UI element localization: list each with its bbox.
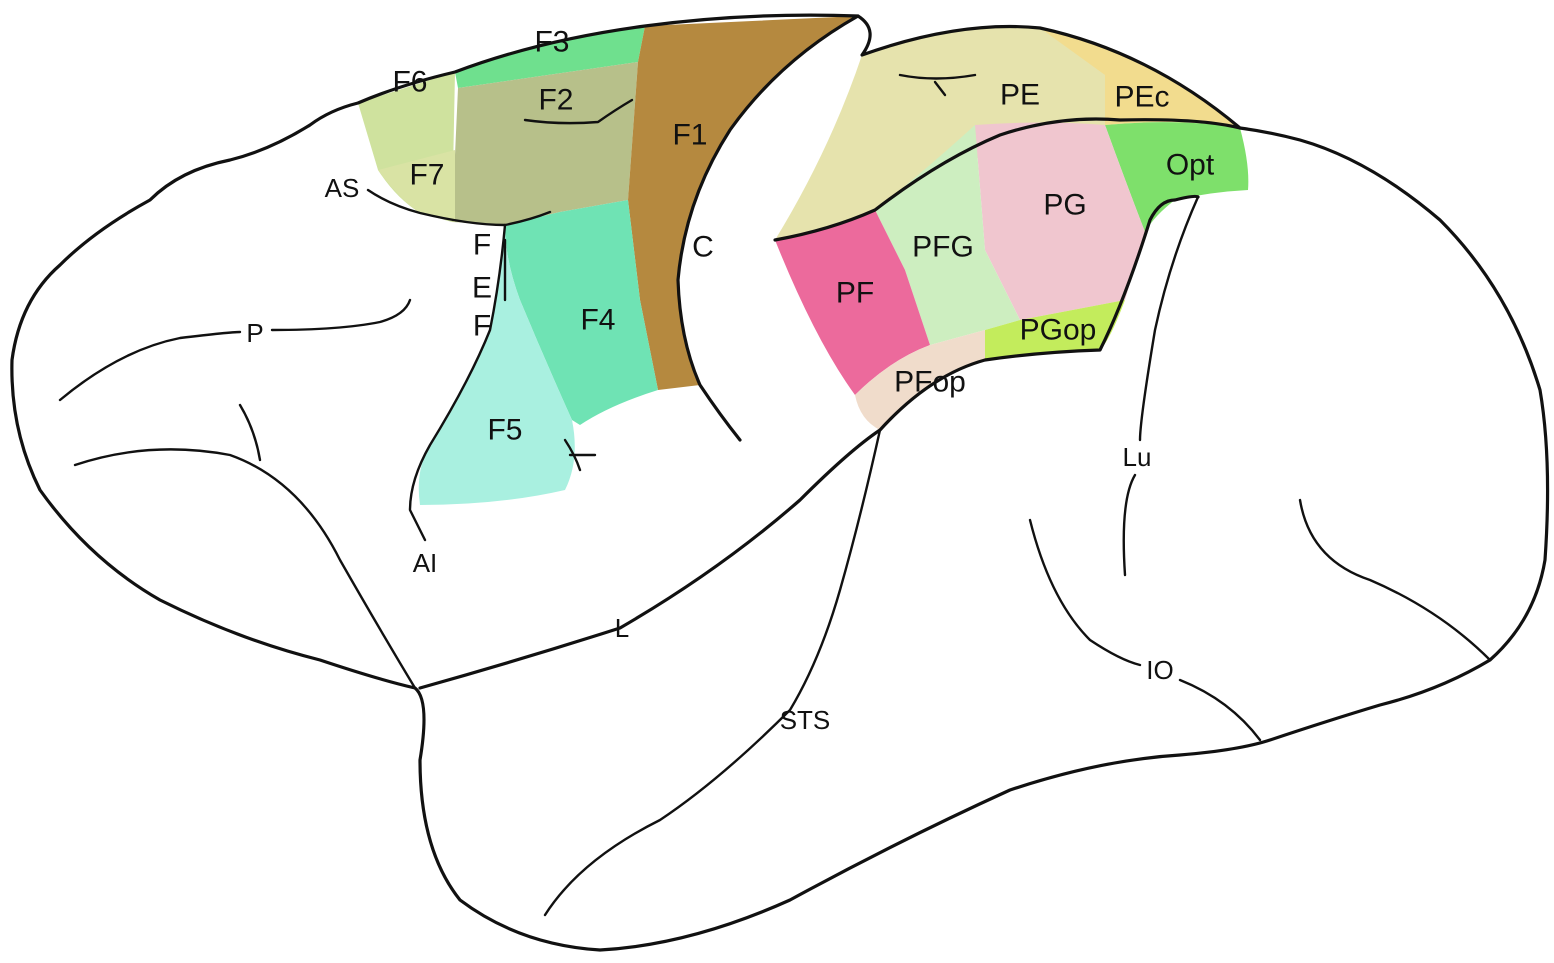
occipital-line bbox=[1300, 500, 1490, 660]
label-FEF-1: F bbox=[473, 229, 491, 262]
io-sulcus-line bbox=[1030, 520, 1260, 740]
label-F3: F3 bbox=[534, 26, 569, 59]
label-PG: PG bbox=[1043, 189, 1086, 222]
label-F2: F2 bbox=[538, 84, 573, 117]
label-P: P bbox=[246, 318, 263, 348]
label-PFop: PFop bbox=[894, 366, 966, 399]
label-PEc: PEc bbox=[1114, 81, 1169, 114]
label-PFG: PFG bbox=[912, 231, 974, 264]
label-STS: STS bbox=[780, 705, 831, 735]
label-Lu: Lu bbox=[1123, 442, 1152, 472]
label-PF: PF bbox=[836, 277, 874, 310]
orbital-line-1 bbox=[240, 405, 260, 460]
label-AS: AS bbox=[325, 173, 360, 203]
label-AI: AI bbox=[413, 548, 438, 578]
label-Opt: Opt bbox=[1166, 149, 1215, 182]
frontal-areas bbox=[358, 16, 858, 505]
label-F6: F6 bbox=[392, 66, 427, 99]
sts-line bbox=[545, 430, 880, 915]
label-PGop: PGop bbox=[1020, 314, 1097, 347]
principal-sulcus-line bbox=[60, 300, 410, 400]
sulci-lines bbox=[60, 75, 1490, 915]
label-IO: IO bbox=[1146, 655, 1173, 685]
label-F4: F4 bbox=[580, 304, 615, 337]
brain-outline bbox=[12, 15, 1548, 950]
orbital-line-2 bbox=[75, 449, 415, 688]
label-FEF-3: F bbox=[473, 310, 491, 343]
label-F5: F5 bbox=[487, 414, 522, 447]
label-F1: F1 bbox=[672, 119, 707, 152]
label-L: L bbox=[615, 613, 629, 643]
label-F7: F7 bbox=[409, 159, 444, 192]
label-PE: PE bbox=[1000, 79, 1040, 112]
label-C: C bbox=[692, 231, 714, 264]
label-FEF-2: E bbox=[472, 272, 492, 305]
